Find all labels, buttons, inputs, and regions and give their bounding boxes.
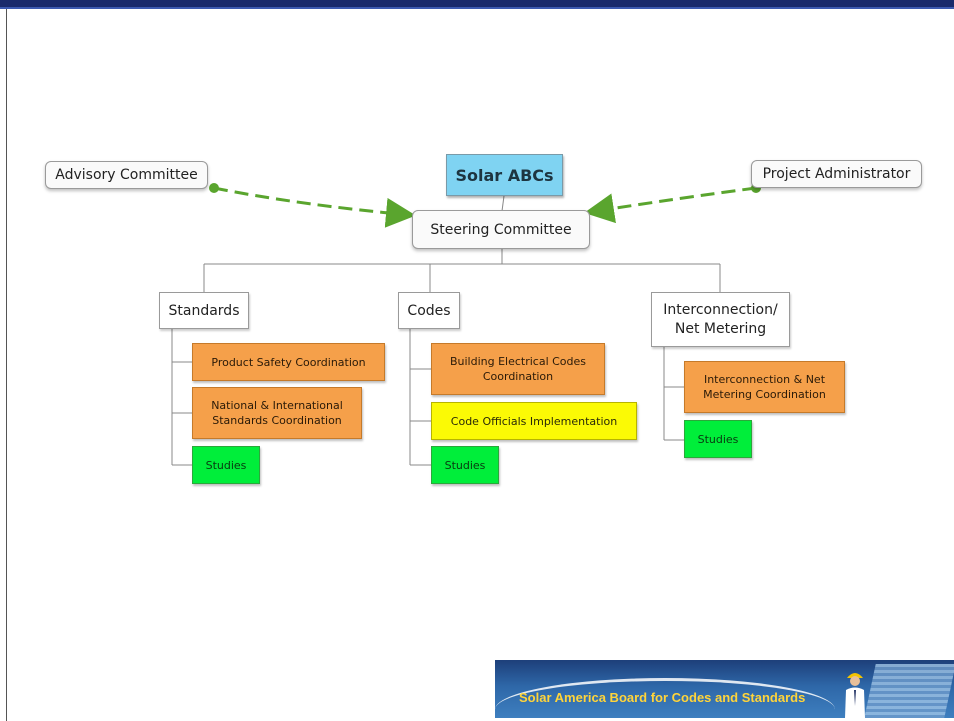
codes-studies-node: Studies [431, 446, 499, 484]
interconnection-node: Interconnection/ Net Metering [651, 292, 790, 347]
standards-studies-node: Studies [192, 446, 260, 484]
code-officials-node: Code Officials Implementation [431, 402, 637, 440]
advisory-arrow [213, 186, 416, 228]
root-steering-connector [501, 195, 505, 212]
steering-committee-node: Steering Committee [412, 210, 590, 249]
advisory-committee-node: Advisory Committee [45, 161, 208, 189]
standards-node: Standards [159, 292, 249, 329]
building-graphic [864, 664, 954, 718]
solar-abcs-node: Solar ABCs [446, 154, 563, 196]
codes-node: Codes [398, 292, 460, 329]
slide-left-border [6, 9, 7, 721]
header-bar-accent [0, 7, 954, 9]
building-electrical-codes-node: Building Electrical Codes Coordination [431, 343, 605, 395]
interconnection-coordination-node: Interconnection & Net Metering Coordinat… [684, 361, 845, 413]
swoosh-graphic [495, 678, 835, 718]
interconnection-studies-node: Studies [684, 420, 752, 458]
worker-icon [845, 673, 865, 718]
solar-abcs-banner: Solar America Board for Codes and Standa… [495, 660, 954, 718]
advisory-arrow-start [209, 183, 219, 193]
admin-arrow [584, 186, 757, 224]
national-international-standards-node: National & International Standards Coord… [192, 387, 362, 439]
header-bar [0, 0, 954, 7]
banner-title: Solar America Board for Codes and Standa… [519, 690, 806, 705]
project-administrator-node: Project Administrator [751, 160, 922, 188]
product-safety-node: Product Safety Coordination [192, 343, 385, 381]
